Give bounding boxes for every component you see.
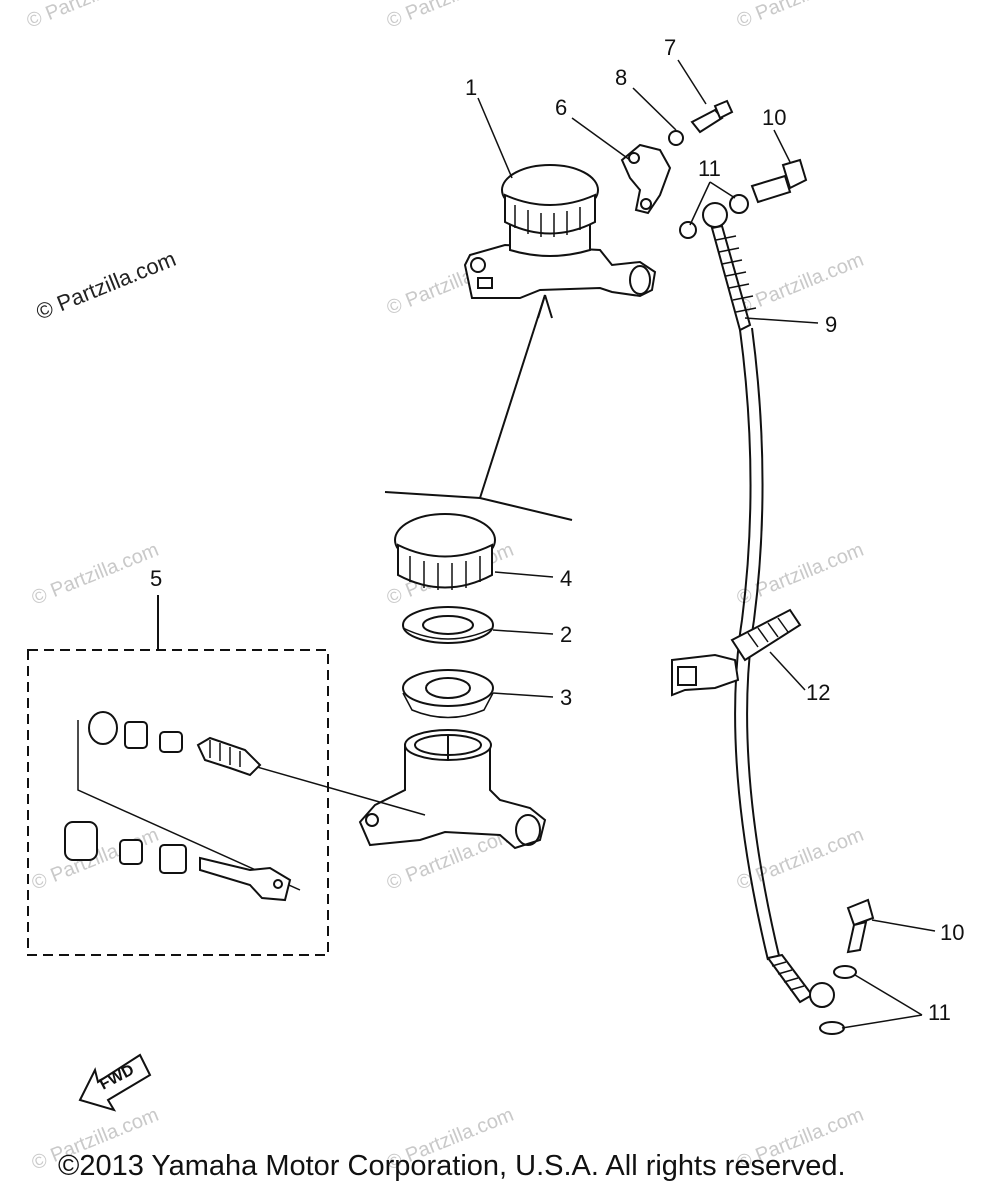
callout-3: 3 [560, 685, 572, 710]
bracket-group-line [384, 294, 573, 521]
washers-part-11-top [679, 194, 749, 239]
bolt-part-7 [690, 99, 734, 134]
callout-4: 4 [560, 566, 572, 591]
washers-part-11-bottom [819, 965, 857, 1035]
callout-10-bottom: 10 [940, 920, 964, 945]
watermark: © Partzilla.com [29, 539, 162, 610]
callout-10-top: 10 [762, 105, 786, 130]
callout-11-top: 11 [698, 156, 721, 181]
watermark: © Partzilla.com [734, 0, 867, 33]
callout-2: 2 [560, 622, 572, 647]
diaphragm-plate-part-2 [402, 606, 494, 644]
callout-1: 1 [465, 75, 477, 100]
cap-part-4 [394, 513, 496, 590]
callout-5: 5 [150, 566, 162, 591]
washer-part-8 [668, 130, 684, 146]
callout-12: 12 [806, 680, 830, 705]
watermark-main: © Partzilla.com [33, 246, 180, 325]
watermark: © Partzilla.com [384, 0, 517, 33]
callout-8: 8 [615, 65, 627, 90]
diaphragm-part-3 [402, 669, 494, 719]
callout-6: 6 [555, 95, 567, 120]
callouts: 1 6 8 7 10 11 9 5 4 2 3 12 10 11 [150, 35, 964, 1025]
watermark: © Partzilla.com [734, 539, 867, 610]
callout-9: 9 [825, 312, 837, 337]
watermark: © Partzilla.com [734, 824, 867, 895]
leader-lines [477, 59, 936, 1029]
clamp-part-12 [671, 608, 802, 697]
forward-direction-arrow: FWD [78, 1053, 152, 1112]
cylinder-body [358, 729, 547, 850]
kit-part-5 [27, 595, 426, 956]
watermark: © Partzilla.com [24, 0, 157, 33]
callout-11-bottom: 11 [928, 1000, 951, 1025]
bracket-part-6 [620, 143, 672, 215]
master-cylinder-assembly [463, 164, 657, 299]
banjo-bolt-part-10-bottom [846, 898, 875, 954]
banjo-bolt-part-10-top [750, 158, 808, 204]
callout-7: 7 [664, 35, 676, 60]
copyright-notice: ©2013 Yamaha Motor Corporation, U.S.A. A… [58, 1150, 846, 1182]
brake-hose-part-9 [702, 202, 835, 1008]
